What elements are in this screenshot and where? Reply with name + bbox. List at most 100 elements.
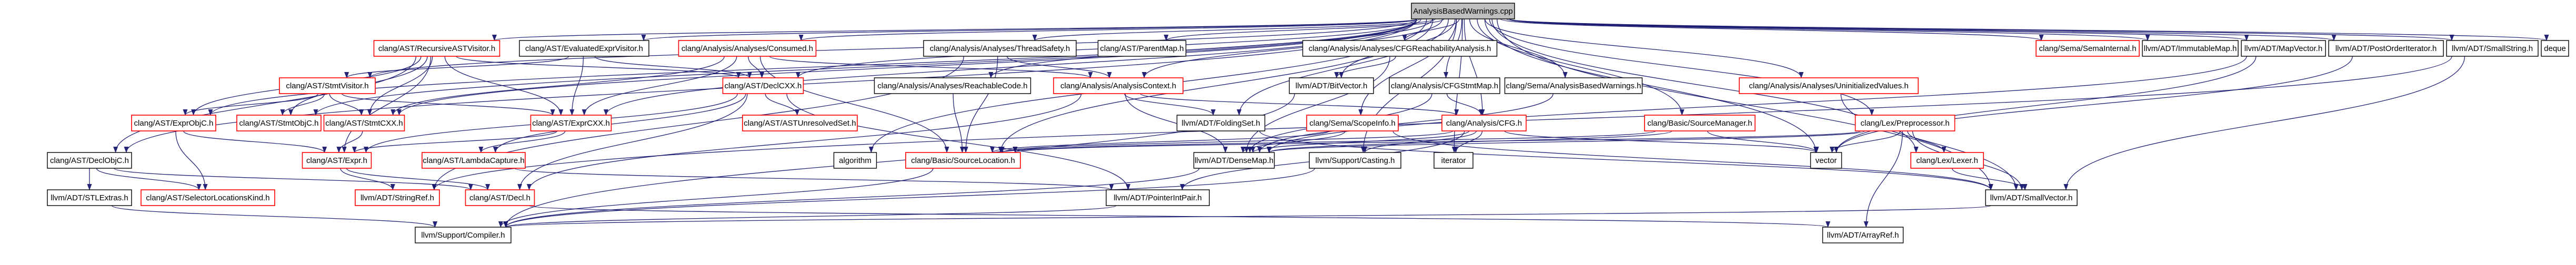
graph-node-bitvector[interactable]: llvm/ADT/BitVector.h [1289,77,1374,94]
node-box-parentmap[interactable] [1097,40,1187,57]
graph-node-smallvector[interactable]: llvm/ADT/SmallVector.h [1985,189,2078,206]
node-label-scopeinfo: clang/Sema/ScopeInfo.h [1309,119,1395,128]
node-box-stmtcxx[interactable] [323,115,405,131]
node-box-threadsafety[interactable] [923,40,1077,57]
graph-node-selectorlocationskind[interactable]: clang/AST/SelectorLocationsKind.h [141,189,275,206]
graph-node-rav[interactable]: clang/AST/RecursiveASTVisitor.h [373,40,500,57]
graph-node-declcxx[interactable]: clang/AST/DeclCXX.h [722,77,804,94]
graph-node-algorithm[interactable]: algorithm [833,152,877,169]
node-box-algorithm[interactable] [833,152,877,169]
graph-node-immutablemap[interactable]: llvm/ADT/ImmutableMap.h [2142,40,2239,57]
node-box-declobjc[interactable] [47,152,132,169]
graph-node-smallstring[interactable]: llvm/ADT/SmallString.h [2446,40,2539,57]
node-box-cfgstmtmap[interactable] [1389,77,1500,94]
graph-node-semainternal[interactable]: clang/Sema/SemaInternal.h [2036,40,2140,57]
graph-node-vector[interactable]: vector [1810,152,1842,169]
graph-node-stlextras[interactable]: llvm/ADT/STLExtras.h [47,189,132,206]
graph-node-stmtobjc[interactable]: clang/AST/StmtObjC.h [236,115,322,131]
graph-node-scopeinfo[interactable]: clang/Sema/ScopeInfo.h [1306,115,1399,131]
graph-node-sourcemanager[interactable]: clang/Basic/SourceManager.h [1644,115,1756,131]
graph-node-parentmap[interactable]: clang/AST/ParentMap.h [1097,40,1187,57]
graph-node-compiler[interactable]: llvm/Support/Compiler.h [415,227,512,243]
node-box-consumed[interactable] [678,40,817,57]
graph-node-stmtcxx[interactable]: clang/AST/StmtCXX.h [323,115,405,131]
node-box-preprocessor[interactable] [1855,115,1956,131]
graph-node-analysiscontext[interactable]: clang/Analysis/AnalysisContext.h [1053,77,1184,94]
node-box-astunresolvedset[interactable] [742,115,858,131]
node-box-foldingset[interactable] [1176,115,1266,131]
graph-node-stmtvisitor[interactable]: clang/AST/StmtVisitor.h [279,77,376,94]
node-box-sourcelocation[interactable] [905,152,1021,169]
graph-node-decl[interactable]: clang/AST/Decl.h [465,189,535,206]
graph-node-mapvector[interactable]: llvm/ADT/MapVector.h [2241,40,2326,57]
node-box-semainternal[interactable] [2036,40,2140,57]
graph-node-stringref[interactable]: llvm/ADT/StringRef.h [355,189,440,206]
graph-node-foldingset[interactable]: llvm/ADT/FoldingSet.h [1176,115,1266,131]
node-box-stmtobjc[interactable] [236,115,322,131]
node-box-pointerintpair[interactable] [1106,189,1210,206]
graph-node-arrayref[interactable]: llvm/ADT/ArrayRef.h [1822,227,1904,243]
graph-node-casting[interactable]: llvm/Support/Casting.h [1309,152,1401,169]
graph-node-astunresolvedset[interactable]: clang/AST/ASTUnresolvedSet.h [742,115,858,131]
node-box-eev[interactable] [519,40,649,57]
graph-node-expr[interactable]: clang/AST/Expr.h [302,152,372,169]
node-box-analysiscontext[interactable] [1053,77,1184,94]
node-box-uninit[interactable] [1739,77,1919,94]
node-box-compiler[interactable] [415,227,512,243]
node-box-reachablecode[interactable] [874,77,1031,94]
node-box-decl[interactable] [465,189,535,206]
include-edge-rav-to-declobjc [113,56,417,153]
node-box-exprcxx[interactable] [530,115,612,131]
graph-node-cfgreach[interactable]: clang/Analysis/Analyses/CFGReachabilityA… [1302,40,1498,57]
node-box-casting[interactable] [1309,152,1401,169]
node-box-mapvector[interactable] [2241,40,2326,57]
graph-node-consumed[interactable]: clang/Analysis/Analyses/Consumed.h [678,40,817,57]
node-box-expr[interactable] [302,152,372,169]
node-box-lambdacapture[interactable] [422,152,526,169]
graph-node-cfgstmtmap[interactable]: clang/Analysis/CFGStmtMap.h [1389,77,1500,94]
include-edge-mapvector-to-vector [1834,56,2257,153]
node-box-immutablemap[interactable] [2142,40,2239,57]
graph-node-reachablecode[interactable]: clang/Analysis/Analyses/ReachableCode.h [874,77,1031,94]
node-box-smallvector[interactable] [1985,189,2078,206]
node-box-stringref[interactable] [355,189,440,206]
graph-node-postorder[interactable]: llvm/ADT/PostOrderIterator.h [2328,40,2444,57]
graph-node-exprcxx[interactable]: clang/AST/ExprCXX.h [530,115,612,131]
graph-node-lexer[interactable]: clang/Lex/Lexer.h [1910,152,1984,169]
graph-node-eev[interactable]: clang/AST/EvaluatedExprVisitor.h [519,40,649,57]
graph-node-iterator[interactable]: iterator [1434,152,1474,169]
node-box-cfgreach[interactable] [1302,40,1498,57]
node-box-smallstring[interactable] [2446,40,2539,57]
graph-node-pointerintpair[interactable]: llvm/ADT/PointerIntPair.h [1106,189,1210,206]
node-box-exprobjc[interactable] [131,115,216,131]
graph-node-lambdacapture[interactable]: clang/AST/LambdaCapture.h [422,152,526,169]
graph-node-semaabw[interactable]: clang/Sema/AnalysisBasedWarnings.h [1504,77,1643,94]
node-box-declcxx[interactable] [722,77,804,94]
node-box-stlextras[interactable] [47,189,132,206]
node-box-selectorlocationskind[interactable] [141,189,275,206]
graph-node-densemap[interactable]: llvm/ADT/DenseMap.h [1193,152,1275,169]
graph-node-uninit[interactable]: clang/Analysis/Analyses/UninitializedVal… [1739,77,1919,94]
graph-node-deque[interactable]: deque [2541,40,2569,57]
node-box-bitvector[interactable] [1289,77,1374,94]
node-box-densemap[interactable] [1193,152,1275,169]
node-box-arrayref[interactable] [1822,227,1904,243]
graph-node-threadsafety[interactable]: clang/Analysis/Analyses/ThreadSafety.h [923,40,1077,57]
graph-node-preprocessor[interactable]: clang/Lex/Preprocessor.h [1855,115,1956,131]
node-box-stmtvisitor[interactable] [279,77,376,94]
node-box-sourcemanager[interactable] [1644,115,1756,131]
graph-node-cfg[interactable]: clang/Analysis/CFG.h [1441,115,1527,131]
graph-node-exprobjc[interactable]: clang/AST/ExprObjC.h [131,115,216,131]
node-box-cfg[interactable] [1441,115,1527,131]
node-box-rav[interactable] [373,40,500,57]
node-label-eev: clang/AST/EvaluatedExprVisitor.h [525,44,643,53]
graph-node-sourcelocation[interactable]: clang/Basic/SourceLocation.h [905,152,1021,169]
node-box-postorder[interactable] [2328,40,2444,57]
node-box-lexer[interactable] [1910,152,1984,169]
node-box-semaabw[interactable] [1504,77,1643,94]
node-box-vector[interactable] [1810,152,1842,169]
node-box-deque[interactable] [2541,40,2569,57]
node-box-scopeinfo[interactable] [1306,115,1399,131]
node-box-iterator[interactable] [1434,152,1474,169]
graph-node-declobjc[interactable]: clang/AST/DeclObjC.h [47,152,132,169]
